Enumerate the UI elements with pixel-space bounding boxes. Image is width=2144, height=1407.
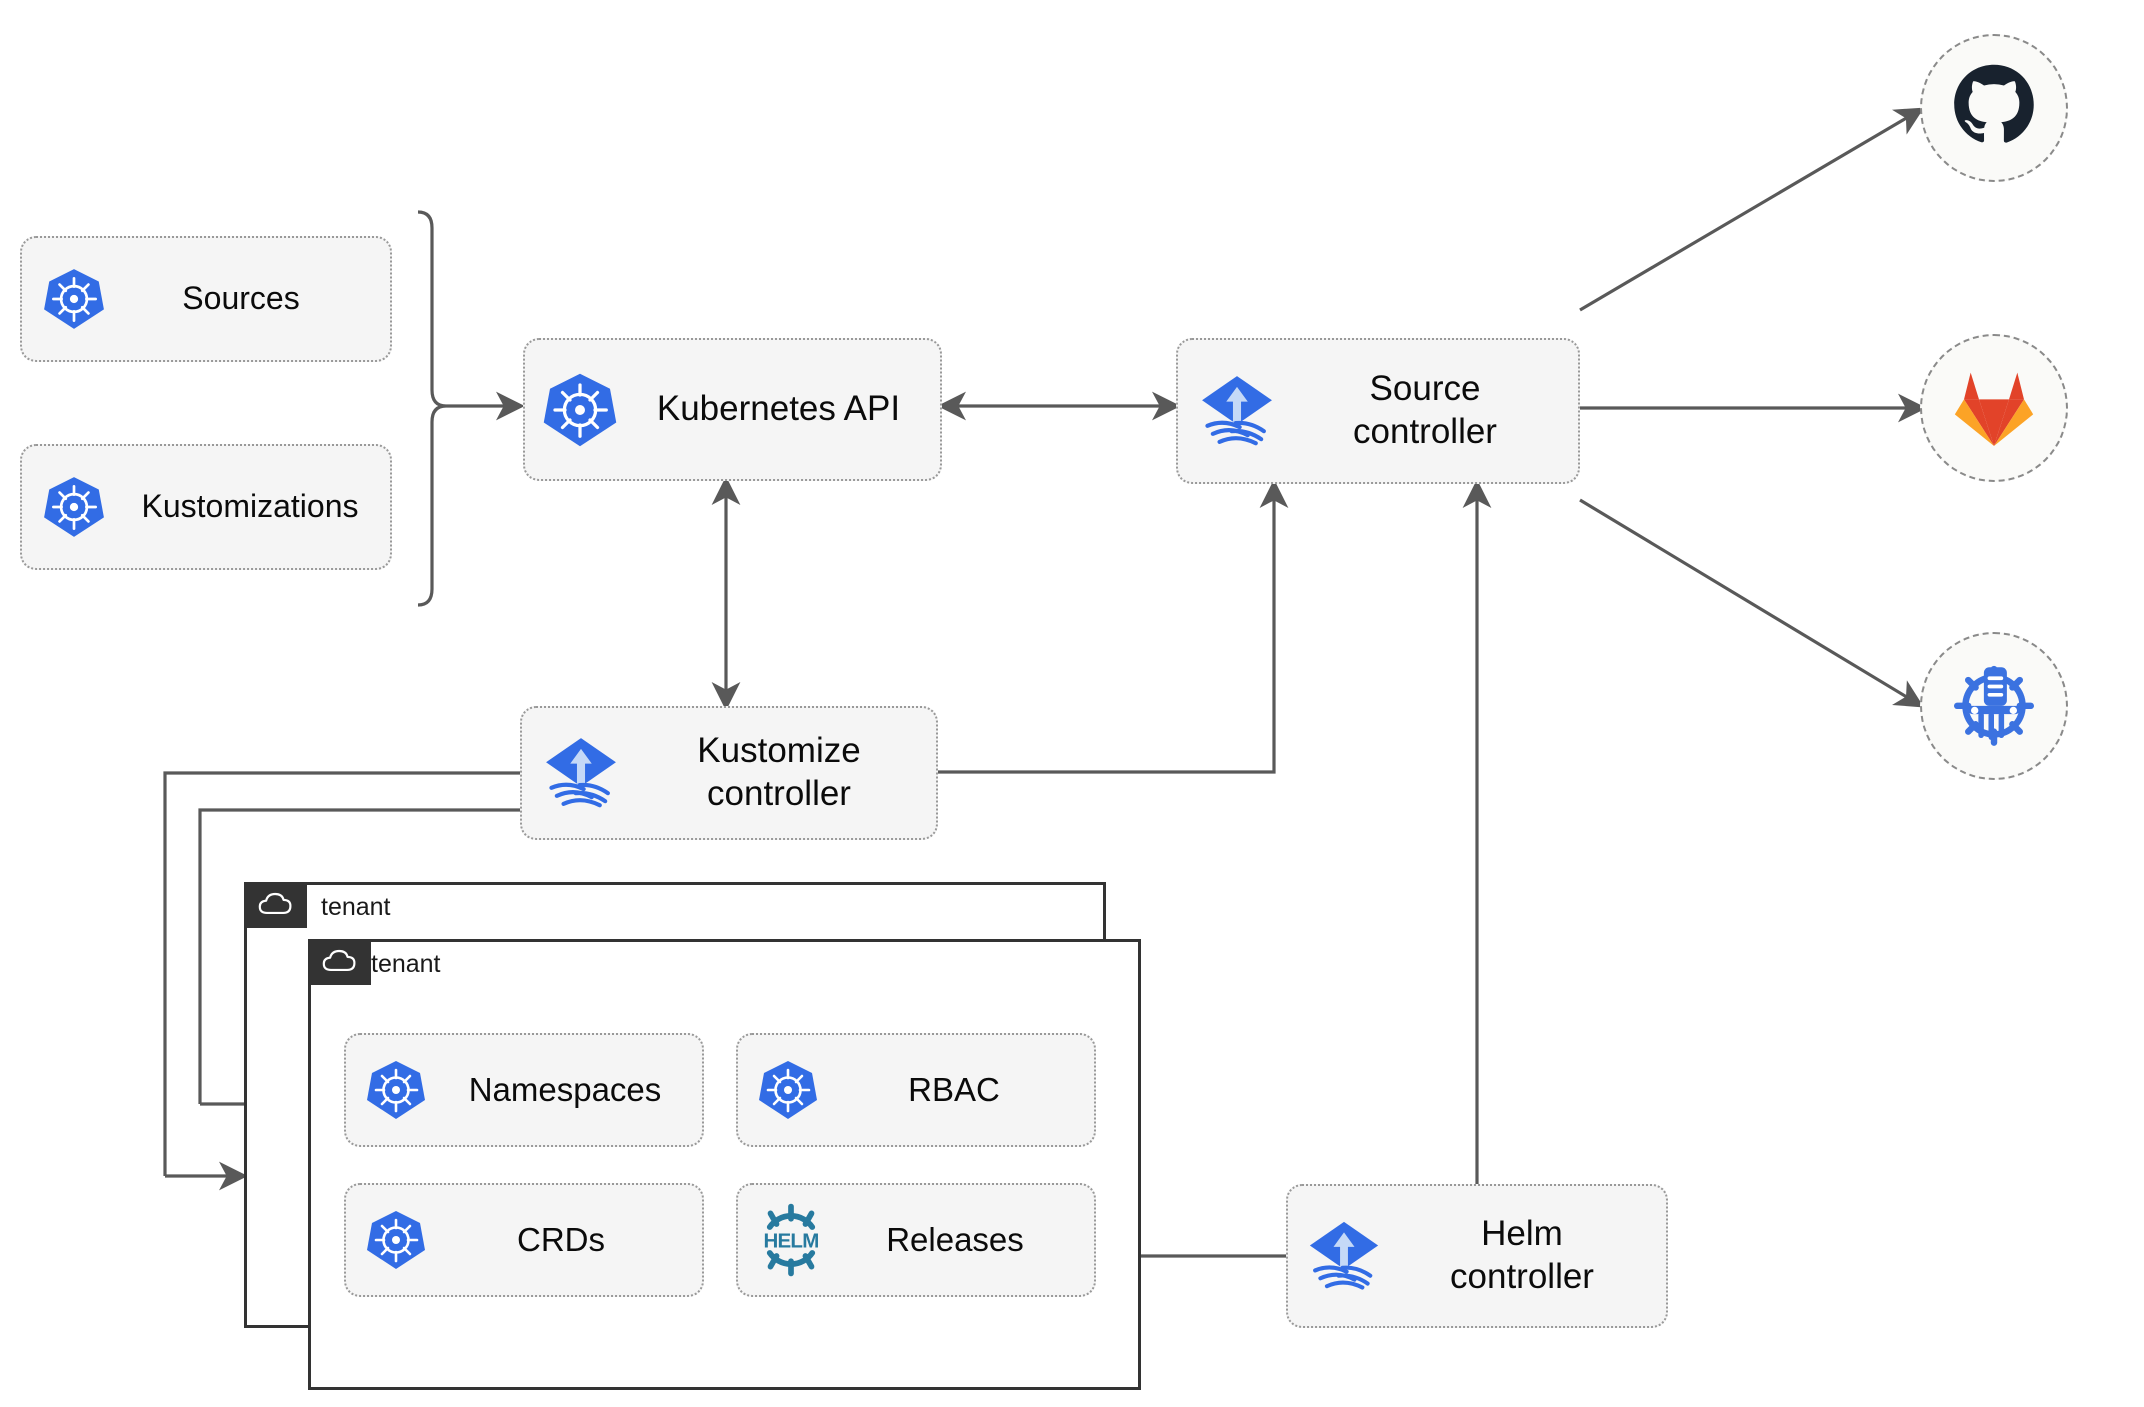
tenant-resource-namespaces[interactable]: Namespaces <box>344 1033 704 1147</box>
kustomize-controller-label: Kustomize controller <box>697 731 861 813</box>
resources-brace <box>417 210 447 607</box>
kubernetes-api-node[interactable]: Kubernetes API <box>523 338 942 481</box>
tenant-resource-label: RBAC <box>908 1070 1000 1108</box>
kubernetes-icon <box>346 1058 446 1122</box>
tenant-resource-label: Namespaces <box>468 1070 662 1108</box>
github-endpoint[interactable] <box>1920 34 2068 182</box>
edge-source-to-github <box>1579 107 1925 312</box>
tenant-frame-inner[interactable] <box>308 939 1141 1390</box>
edge-kustomize-to-tenant-inner <box>198 808 520 1104</box>
resource-label: Kustomizations <box>141 488 359 525</box>
tenant-label-inner: tenant <box>371 950 441 978</box>
gitlab-endpoint[interactable] <box>1920 334 2068 482</box>
kubernetes-icon <box>22 474 126 540</box>
flux-icon <box>1178 368 1296 454</box>
github-icon <box>1951 63 2037 154</box>
svg-text:HELM: HELM <box>763 1230 818 1253</box>
helm-repository-icon <box>1948 658 2040 755</box>
kubernetes-icon <box>738 1058 838 1122</box>
flux-icon <box>522 730 640 816</box>
kubernetes-icon <box>346 1208 446 1272</box>
source-controller-node[interactable]: Source controller <box>1176 338 1580 484</box>
edge-kustomize-to-tenant-outer <box>163 771 520 1176</box>
edge-source-to-helm-repository <box>1579 498 1925 708</box>
tenant-resource-label: CRDs <box>517 1220 605 1258</box>
tenant-tab-inner <box>308 939 371 985</box>
kubernetes-icon <box>22 266 126 332</box>
kubernetes-api-label: Kubernetes API <box>656 389 901 429</box>
cloud-icon <box>322 948 358 977</box>
kustomize-controller-node[interactable]: Kustomize controller <box>520 706 938 840</box>
helm-icon: HELM <box>738 1202 844 1278</box>
tenant-resource-rbac[interactable]: RBAC <box>736 1033 1096 1147</box>
resource-label: Sources <box>182 280 300 317</box>
resource-card-kustomizations[interactable]: Kustomizations <box>20 444 392 570</box>
tenant-resource-releases[interactable]: HELM Releases <box>736 1183 1096 1297</box>
tenant-tab-outer <box>244 882 307 928</box>
flux-icon <box>1288 1214 1400 1298</box>
cloud-icon <box>258 891 294 920</box>
edge-kustomize-to-source-controller <box>938 479 1289 774</box>
helm-controller-label: Helm controller <box>1450 1214 1594 1296</box>
kubernetes-icon <box>525 370 635 450</box>
resource-card-sources[interactable]: Sources <box>20 236 392 362</box>
helm-repository-endpoint[interactable] <box>1920 632 2068 780</box>
gitlab-icon <box>1952 366 2036 451</box>
tenant-resource-label: Releases <box>886 1220 1024 1258</box>
tenant-resource-crds[interactable]: CRDs <box>344 1183 704 1297</box>
helm-controller-node[interactable]: Helm controller <box>1286 1184 1668 1328</box>
source-controller-label: Source controller <box>1353 369 1497 451</box>
tenant-label-outer: tenant <box>321 893 391 921</box>
